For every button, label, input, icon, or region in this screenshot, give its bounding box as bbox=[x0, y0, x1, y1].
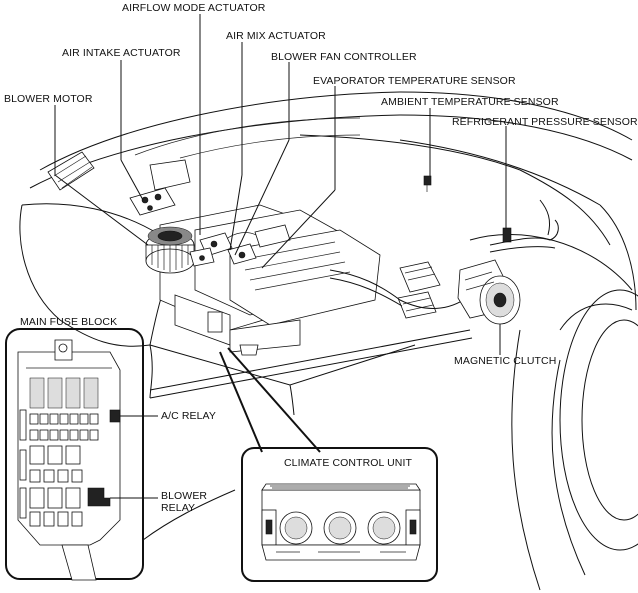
ac-relay-part bbox=[109, 409, 121, 423]
label-magnetic-clutch: MAGNETIC CLUTCH bbox=[454, 355, 557, 367]
lower-harness bbox=[149, 329, 473, 399]
label-blower-motor: BLOWER MOTOR bbox=[4, 93, 93, 105]
climate-control-unit-callout bbox=[241, 447, 438, 582]
label-refrigerant-pressure-sensor: REFRIGERANT PRESSURE SENSOR bbox=[452, 116, 638, 128]
label-air-intake-actuator: AIR INTAKE ACTUATOR bbox=[62, 47, 181, 59]
leader-lines bbox=[54, 14, 507, 453]
blower-motor-part bbox=[145, 226, 195, 274]
label-ac-relay: A/C RELAY bbox=[161, 410, 216, 422]
compressor-part bbox=[457, 259, 521, 325]
label-blower-relay-line2: RELAY bbox=[161, 502, 196, 514]
dashboard-outline bbox=[19, 91, 637, 416]
refrigerant-pressure-sensor-part bbox=[489, 199, 559, 253]
main-fuse-block-callout bbox=[5, 328, 236, 581]
label-blower-relay-line1: BLOWER bbox=[161, 490, 208, 502]
ambient-temp-sensor-part bbox=[423, 175, 432, 192]
label-air-mix-actuator: AIR MIX ACTUATOR bbox=[226, 30, 326, 42]
label-ambient-temperature-sensor: AMBIENT TEMPERATURE SENSOR bbox=[381, 96, 559, 108]
hvac-unit bbox=[159, 204, 471, 356]
label-climate-control-unit: CLIMATE CONTROL UNIT bbox=[284, 457, 413, 469]
actuators-cluster bbox=[189, 224, 291, 267]
label-airflow-mode-actuator: AIRFLOW MODE ACTUATOR bbox=[122, 2, 266, 14]
front-wheel-area bbox=[469, 234, 638, 591]
ccu-knobs bbox=[279, 511, 401, 545]
label-blower-fan-controller: BLOWER FAN CONTROLLER bbox=[271, 51, 417, 63]
fuse-grid bbox=[19, 377, 99, 527]
air-intake-actuator-part bbox=[129, 159, 191, 216]
label-evaporator-temperature-sensor: EVAPORATOR TEMPERATURE SENSOR bbox=[313, 75, 516, 87]
label-main-fuse-block: MAIN FUSE BLOCK bbox=[20, 316, 118, 328]
